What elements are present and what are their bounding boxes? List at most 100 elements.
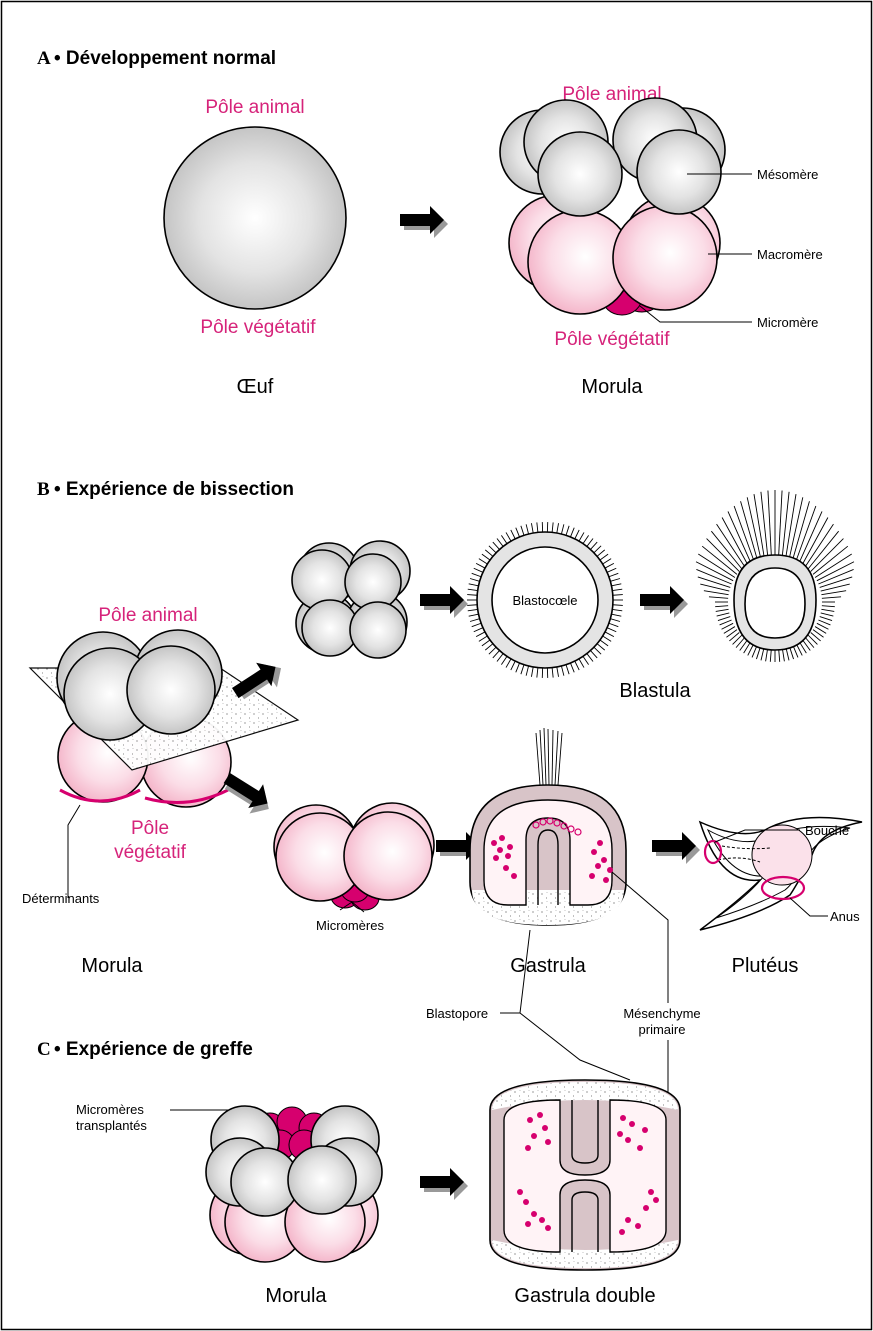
cilium (497, 539, 503, 547)
cilium (806, 524, 834, 566)
pluteus-stage-label: Plutéus (732, 955, 799, 977)
double-gastrula (490, 1080, 680, 1270)
mesenchyme-label-2: primaire (639, 1022, 686, 1037)
cilium (613, 595, 623, 596)
cilium (470, 579, 480, 582)
cilium (612, 614, 622, 616)
cilium (467, 605, 477, 606)
cilium (821, 591, 846, 595)
cilium (718, 617, 730, 621)
cilium (591, 651, 598, 658)
cilium (506, 659, 511, 668)
cilium (717, 613, 730, 616)
cilium (583, 656, 589, 664)
cilium (603, 636, 611, 641)
cilium (531, 523, 533, 533)
cilium (537, 668, 538, 678)
section-c-letter: C (37, 1039, 51, 1060)
cilium (482, 640, 490, 646)
cilium (489, 546, 496, 553)
cilium (613, 605, 623, 606)
cilium (474, 628, 483, 632)
section-b-title: • Expérience de bissection (54, 479, 294, 500)
cilium (605, 563, 614, 568)
cilium (561, 666, 563, 676)
cilium (612, 584, 622, 586)
section-a-letter: A (37, 48, 51, 69)
arrow-to-blastula (420, 586, 468, 618)
cilium (711, 531, 741, 569)
cilium (700, 584, 729, 591)
macromere-label: Macromère (757, 247, 823, 262)
cilium (479, 636, 487, 641)
cilium (822, 597, 841, 599)
blastula-stage-label: Blastula (619, 680, 691, 702)
morula-a (500, 98, 725, 315)
micromeres-label: Micromères (316, 918, 384, 933)
cilium (704, 591, 729, 595)
cilium (501, 535, 507, 543)
cilium (479, 559, 487, 564)
cilium (579, 659, 584, 668)
cilium (501, 656, 507, 664)
cilium (485, 550, 493, 556)
cilium (557, 667, 559, 677)
cilium (472, 623, 481, 626)
bissect-pole-animal-label: Pôle animal (98, 605, 197, 626)
cilium (821, 584, 850, 591)
cilium (820, 577, 853, 588)
cilium (587, 539, 593, 547)
bissect-pole-label-2: végétatif (114, 842, 187, 863)
cilium (770, 649, 771, 662)
cilium (709, 597, 728, 599)
cilium (583, 535, 589, 543)
cilium (597, 644, 605, 650)
cilium (715, 606, 728, 607)
determinants-label: Déterminants (22, 891, 100, 906)
egg-pole-animal-label: Pôle animal (205, 97, 304, 118)
cilium (467, 595, 477, 596)
cilium (561, 524, 563, 534)
blastula-late (696, 490, 854, 662)
cilium (612, 589, 622, 590)
mesenchyme-label-1: Mésenchyme (623, 1006, 700, 1021)
blastopore-label: Blastopore (426, 1006, 488, 1021)
morula-b (30, 630, 298, 807)
cilium (808, 531, 838, 569)
vegetal-half-cells (274, 803, 434, 910)
cilium (600, 640, 608, 646)
cilium (566, 526, 569, 536)
cilium (552, 668, 553, 678)
animal-half-cells (292, 541, 410, 658)
cilium (521, 665, 524, 675)
cilium (600, 554, 608, 560)
cilium (612, 609, 622, 610)
cilium (821, 613, 834, 616)
cilium (591, 542, 598, 549)
section-b-letter: B (37, 479, 50, 500)
cilium (779, 490, 782, 555)
blastocoele-label: Blastocœle (512, 593, 577, 608)
cilium (474, 568, 483, 572)
cilium (566, 665, 569, 675)
egg-stage-label: Œuf (237, 376, 274, 398)
cilium (610, 619, 620, 622)
cilium (720, 620, 732, 625)
egg-pole-vegetatif-label: Pôle végétatif (200, 317, 316, 338)
cilium (469, 614, 479, 616)
cilium (594, 647, 601, 654)
gastrula (470, 728, 626, 925)
cilium (531, 667, 533, 677)
cilium (722, 518, 747, 564)
cilium (822, 606, 835, 607)
cilium (575, 530, 579, 539)
cilium (482, 554, 490, 560)
morula-c-stage-label: Morula (265, 1285, 327, 1307)
cilium (552, 522, 553, 532)
cilium (766, 648, 768, 661)
section-c-title: • Expérience de greffe (54, 1039, 253, 1060)
cilium (511, 661, 515, 670)
cilium (506, 532, 511, 541)
morula-b-stage-label: Morula (81, 955, 143, 977)
cilium (821, 609, 834, 611)
